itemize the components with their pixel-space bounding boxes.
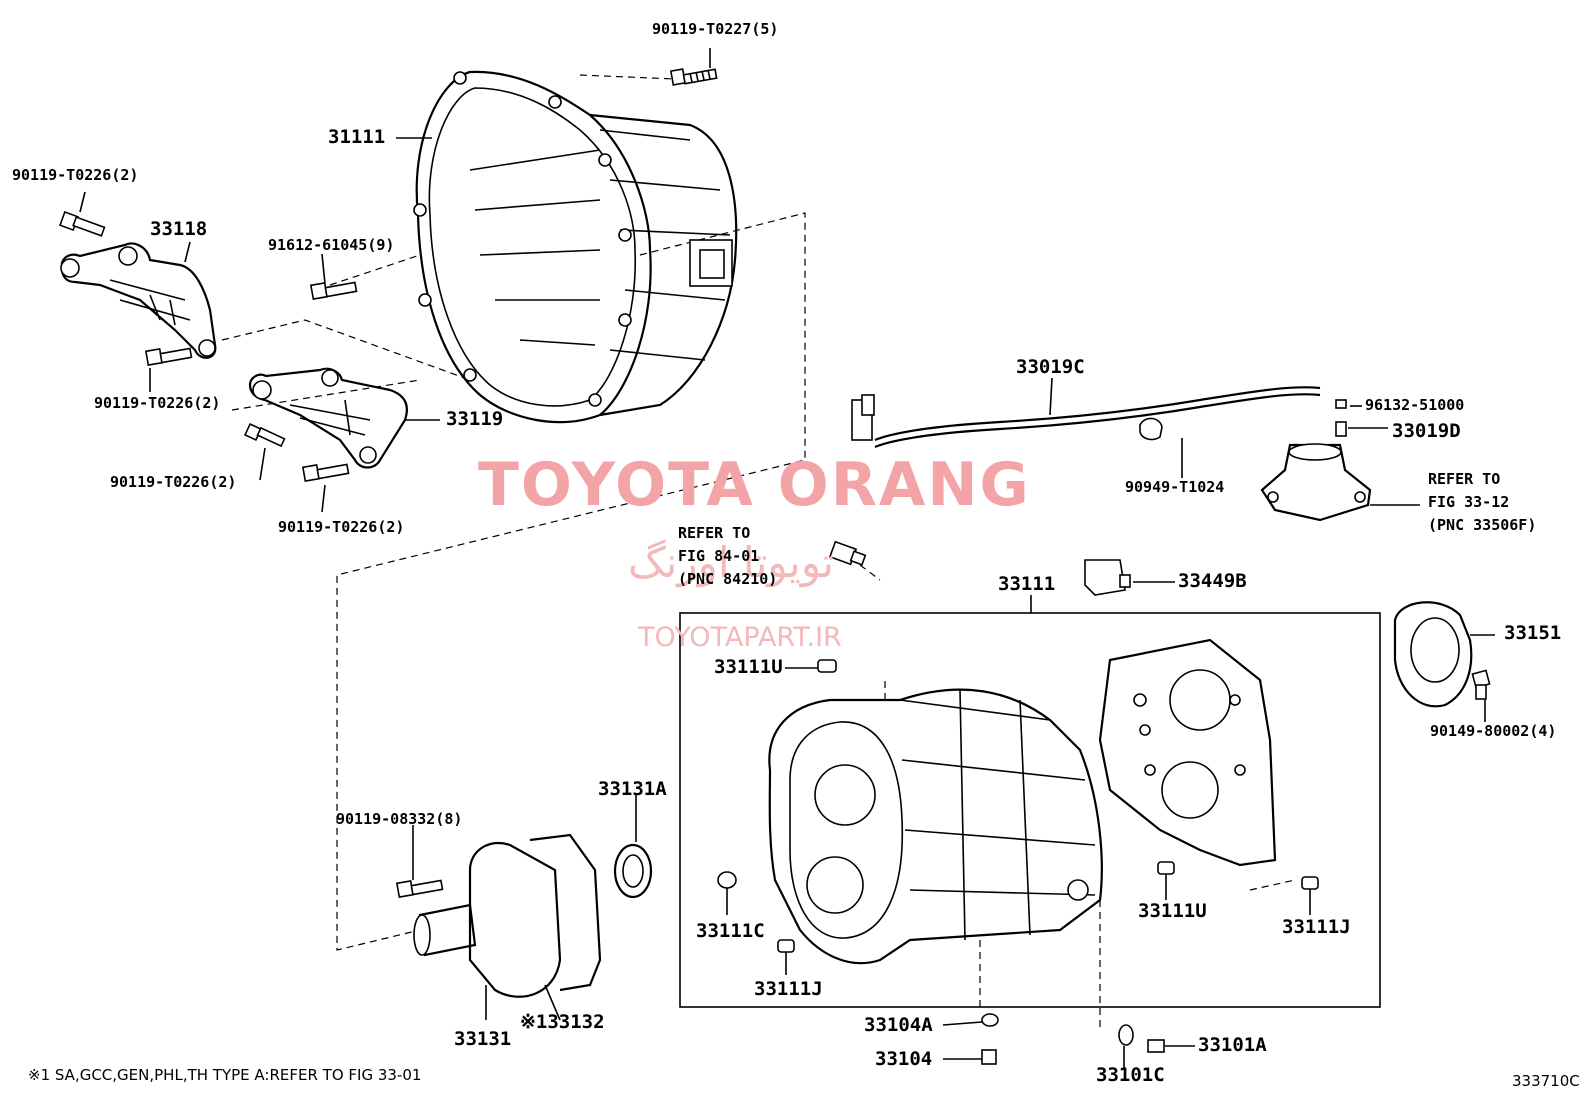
label-90119-t0226-b: 90119-T0226(2) [94, 394, 221, 412]
refer-right-line1: REFER TO [1428, 470, 1501, 488]
retainer-33151-drawing [1393, 601, 1491, 708]
label-90119-t0226-a: 90119-T0226(2) [12, 166, 139, 184]
refer-mid-line3: (PNC 84210) [678, 570, 778, 588]
label-96132-51000: 96132-51000 [1365, 396, 1465, 414]
label-33111-top: 33111 [998, 573, 1056, 595]
label-90949-t1024: 90949-T1024 [1125, 478, 1225, 496]
label-90119-t0226-d: 90119-T0226(2) [278, 518, 405, 536]
dowel-pins-drawing [717, 659, 1319, 1065]
sensor-84210-drawing [828, 540, 867, 566]
refer-mid-line1: REFER TO [678, 524, 751, 542]
label-33104a: 33104A [864, 1014, 933, 1036]
label-90119-t0227: 90119-T0227(5) [652, 20, 779, 38]
label-33151: 33151 [1504, 622, 1562, 644]
label-33118: 33118 [150, 218, 208, 240]
leader-lines [79, 48, 1495, 1068]
label-33111u-a: 33111U [714, 656, 783, 678]
refer-right-line2: FIG 33-12 [1428, 493, 1510, 511]
bolt-90119-t0226-drawings [144, 347, 350, 483]
figure-code: 333710C [1512, 1072, 1580, 1090]
oil-seal-33131a-drawing [613, 843, 653, 899]
watermark-persian: تویوتا اورنگ [628, 538, 835, 587]
watermark-url: TOYOTAPART.IR [638, 622, 842, 653]
label-33131: 33131 [454, 1028, 512, 1050]
label-33119: 33119 [446, 408, 504, 430]
label-90119-08332: 90119-08332(8) [336, 810, 463, 828]
clutch-housing-31111-drawing [413, 70, 738, 424]
bracket-33118-drawing [59, 211, 217, 359]
label-90119-t0226-c: 90119-T0226(2) [110, 473, 237, 491]
bracket-33119-drawing [248, 367, 408, 469]
transmission-case-drawing [768, 688, 1103, 965]
bearing-retainer-33131-drawing [395, 833, 602, 998]
label-33111u-b: 33111U [1138, 900, 1207, 922]
label-33111c: 33111C [696, 920, 765, 942]
label-33101a: 33101A [1198, 1034, 1267, 1056]
transmission-case-group-box [679, 595, 1381, 1008]
label-33104: 33104 [875, 1048, 933, 1070]
release-cylinder-drawing [1260, 443, 1372, 522]
refer-mid-line2: FIG 84-01 [678, 547, 760, 565]
label-33019c: 33019C [1016, 356, 1085, 378]
label-33111j-a: 33111J [754, 978, 823, 1000]
label-33111j-b: 33111J [1282, 916, 1351, 938]
label-90149-80002: 90149-80002(4) [1430, 722, 1557, 740]
footnote: ※1 SA,GCC,GEN,PHL,TH TYPE A:REFER TO FIG… [28, 1066, 422, 1084]
label-31111: 31111 [328, 126, 386, 148]
watermark-brand: TOYOTA ORANG [478, 450, 1031, 520]
connector-33449b-drawing [1084, 559, 1131, 596]
bolt-90119-t0227-drawing [669, 68, 718, 86]
label-91612-61045: 91612-61045(9) [268, 236, 395, 254]
refer-right-line3: (PNC 33506F) [1428, 516, 1537, 534]
label-33131a: 33131A [598, 778, 667, 800]
extension-plate-drawing [1098, 638, 1277, 867]
tube-33019c-drawing [851, 386, 1347, 449]
bolt-91612-61045-drawing [309, 281, 358, 301]
label-33101c: 33101C [1096, 1064, 1165, 1086]
label-33019d: 33019D [1392, 420, 1461, 442]
label-33449b: 33449B [1178, 570, 1247, 592]
label-33132: ※133132 [520, 1011, 605, 1033]
